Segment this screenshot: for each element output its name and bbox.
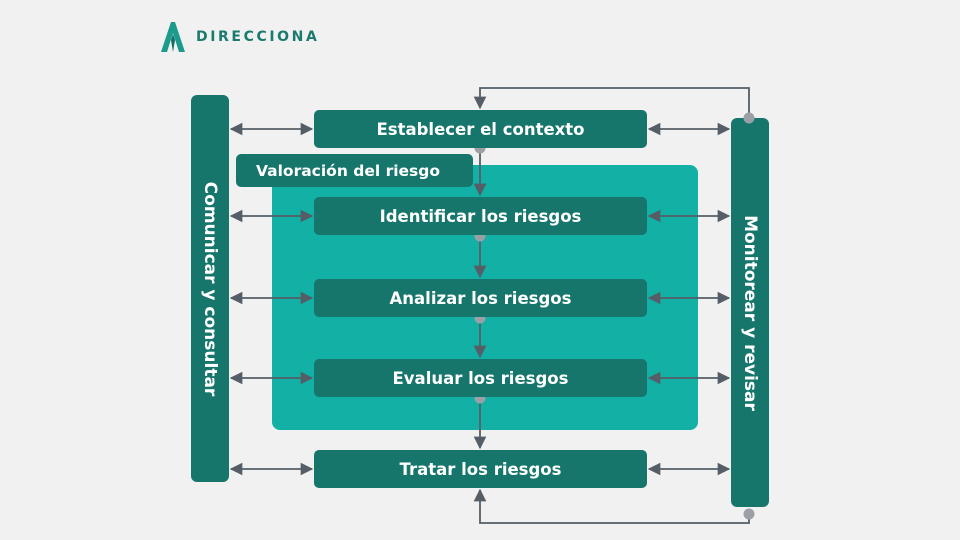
step-evaluate-risks: Evaluar los riesgos: [314, 359, 647, 397]
brand-name: DIRECCIONA: [196, 29, 320, 45]
monitor-review-label: Monitorear y revisar: [740, 214, 760, 411]
step-analyze-risks: Analizar los riesgos: [314, 279, 647, 317]
step-identify-risks: Identificar los riesgos: [314, 197, 647, 235]
risk-assessment-label: Valoración del riesgo: [236, 154, 473, 187]
communicate-consult-bar: Comunicar y consultar: [191, 95, 229, 482]
feedback-loop-bottom: [473, 488, 750, 524]
connector-dot-bottom: [743, 508, 755, 520]
brand-mark-icon: [161, 22, 185, 52]
monitor-review-bar: Monitorear y revisar: [731, 118, 769, 507]
step-establish-context: Establecer el contexto: [314, 110, 647, 148]
brand-logo: DIRECCIONA: [158, 20, 319, 54]
communicate-consult-label: Comunicar y consultar: [200, 181, 220, 396]
step-treat-risks: Tratar los riesgos: [314, 450, 647, 488]
